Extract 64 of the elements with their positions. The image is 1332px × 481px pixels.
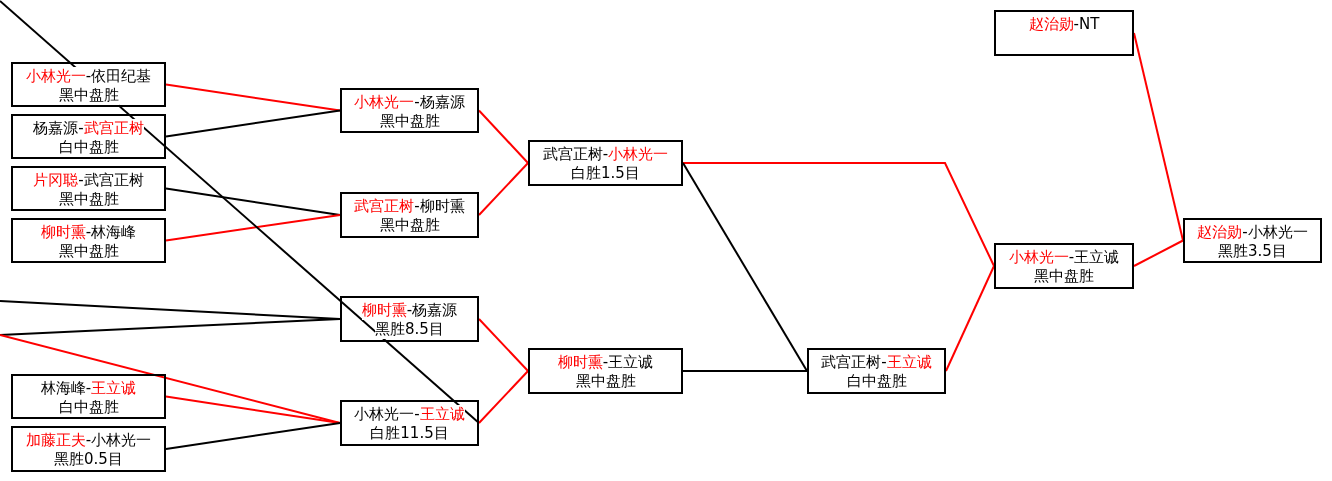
match-box bbox=[11, 426, 166, 472]
connector-line bbox=[165, 214, 341, 242]
pairing-text: 赵治勋-小林光一 bbox=[1197, 223, 1308, 242]
connector-line bbox=[165, 109, 341, 138]
result-text: 黑中盘胜 bbox=[575, 372, 636, 391]
result-text: 白胜1.5目 bbox=[571, 164, 640, 183]
pairing-text: 小林光一-依田纪基 bbox=[25, 67, 152, 86]
match-box bbox=[11, 114, 166, 159]
pairing-text: 柳时熏-杨嘉源 bbox=[361, 301, 458, 320]
result-text: 黑中盘胜 bbox=[58, 86, 119, 105]
connector-line bbox=[682, 162, 995, 267]
connector-line bbox=[1133, 32, 1184, 242]
connector-line bbox=[0, 0, 480, 424]
match-box bbox=[340, 400, 479, 446]
result-text: 白中盘胜 bbox=[58, 138, 119, 157]
match-box bbox=[528, 140, 683, 186]
match-box bbox=[1183, 218, 1322, 263]
result-text: 黑胜3.5目 bbox=[1218, 242, 1287, 261]
connector-line bbox=[0, 318, 341, 336]
result-text: 白中盘胜 bbox=[58, 398, 119, 417]
connector-line bbox=[165, 422, 341, 450]
match-box bbox=[340, 88, 479, 133]
match-box bbox=[340, 296, 479, 342]
match-box bbox=[11, 62, 166, 107]
match-box bbox=[11, 218, 166, 263]
result-text: 黑中盘胜 bbox=[379, 216, 440, 235]
pairing-text: 杨嘉源-武宫正树 bbox=[33, 119, 144, 138]
result-text: 黑中盘胜 bbox=[58, 190, 119, 209]
match-box bbox=[11, 166, 166, 211]
connector-line bbox=[682, 370, 808, 372]
connector-line bbox=[165, 83, 341, 112]
connector-line bbox=[478, 162, 529, 216]
pairing-text: 武宫正树-柳时熏 bbox=[354, 197, 465, 216]
pairing-text: 小林光一-杨嘉源 bbox=[354, 93, 465, 112]
result-text: 白中盘胜 bbox=[846, 372, 907, 391]
result-text: 黑胜8.5目 bbox=[375, 320, 444, 339]
connector-line bbox=[478, 318, 529, 372]
result-text: 白胜11.5目 bbox=[370, 424, 449, 443]
match-box bbox=[11, 374, 166, 419]
pairing-text: 柳时熏-林海峰 bbox=[40, 223, 137, 242]
match-box bbox=[528, 348, 683, 394]
pairing-text: 林海峰-王立诚 bbox=[40, 379, 137, 398]
pairing-text: 小林光一-王立诚 bbox=[354, 405, 465, 424]
pairing-text: 赵治勋-NT bbox=[1028, 15, 1100, 34]
result-text: 黑中盘胜 bbox=[58, 242, 119, 261]
match-box bbox=[994, 243, 1134, 289]
connector-line bbox=[0, 334, 341, 424]
match-box bbox=[994, 10, 1134, 56]
result-text: 黑中盘胜 bbox=[1034, 267, 1094, 286]
connector-line bbox=[1133, 239, 1184, 267]
pairing-text: 小林光一-王立诚 bbox=[1008, 248, 1120, 267]
pairing-text: 柳时熏-王立诚 bbox=[557, 353, 654, 372]
pairing-text: 武宫正树-王立诚 bbox=[821, 353, 932, 372]
pairing-text: 片冈聪-武宫正树 bbox=[33, 171, 144, 190]
connector-line bbox=[682, 162, 808, 372]
result-text: 黑中盘胜 bbox=[379, 112, 440, 131]
match-box bbox=[807, 348, 946, 394]
pairing-text: 武宫正树-小林光一 bbox=[542, 145, 669, 164]
match-box bbox=[340, 192, 479, 238]
connector-line bbox=[945, 265, 995, 372]
connector-line bbox=[478, 370, 529, 424]
result-text: 黑胜0.5目 bbox=[54, 450, 123, 469]
connector-line bbox=[478, 109, 529, 164]
pairing-text: 加藤正夫-小林光一 bbox=[25, 431, 152, 450]
